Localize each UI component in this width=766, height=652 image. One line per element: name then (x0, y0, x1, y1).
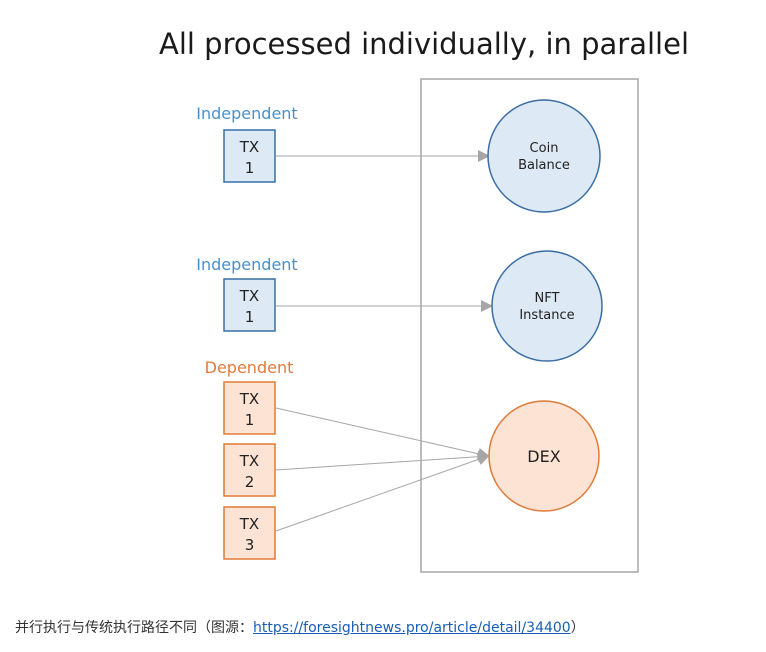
tx-label: TX (239, 452, 259, 470)
node-dex: DEX (488, 400, 600, 512)
group-label-dependent: Dependent (205, 358, 294, 377)
caption-close: ） (570, 620, 585, 636)
diagram-title: All processed individually, in parallel (159, 27, 689, 61)
node-label-line1: NFT (535, 291, 560, 306)
diagram-canvas: All processed individually, in parallel … (159, 27, 689, 573)
state-container (420, 78, 639, 573)
tx-box: TX 1 (223, 381, 276, 435)
tx-box: TX 1 (223, 278, 276, 332)
tx-label: TX (239, 390, 259, 408)
tx-number: 1 (245, 411, 255, 429)
caption-text: 并行执行与传统执行路径不同（图源： (15, 620, 253, 636)
node-label-line1: Coin (530, 141, 559, 156)
tx-box: TX 3 (223, 506, 276, 560)
source-link[interactable]: https://foresightnews.pro/article/detail… (253, 620, 571, 636)
node-nft-instance: NFT Instance (491, 250, 603, 362)
tx-number: 1 (245, 308, 255, 326)
tx-label: TX (239, 287, 259, 305)
tx-box: TX 1 (223, 129, 276, 183)
arrow-tx2-to-dex (275, 450, 490, 471)
node-label-line2: Instance (519, 308, 574, 323)
tx-number: 2 (245, 473, 255, 491)
tx-label: TX (239, 138, 259, 156)
tx-box: TX 2 (223, 443, 276, 497)
tx-number: 1 (245, 159, 255, 177)
figure-caption: 并行执行与传统执行路径不同（图源：https://foresightnews.p… (15, 617, 755, 637)
node-coin-balance: Coin Balance (487, 99, 601, 213)
node-label-line2: Balance (518, 158, 570, 173)
arrow-tx3-to-dex (275, 453, 490, 532)
tx-label: TX (239, 515, 259, 533)
tx-number: 3 (245, 536, 255, 554)
arrow-tx1-to-dex (275, 407, 490, 460)
group-label-independent: Independent (196, 104, 297, 123)
node-label: DEX (527, 447, 560, 466)
group-label-independent: Independent (196, 255, 297, 274)
